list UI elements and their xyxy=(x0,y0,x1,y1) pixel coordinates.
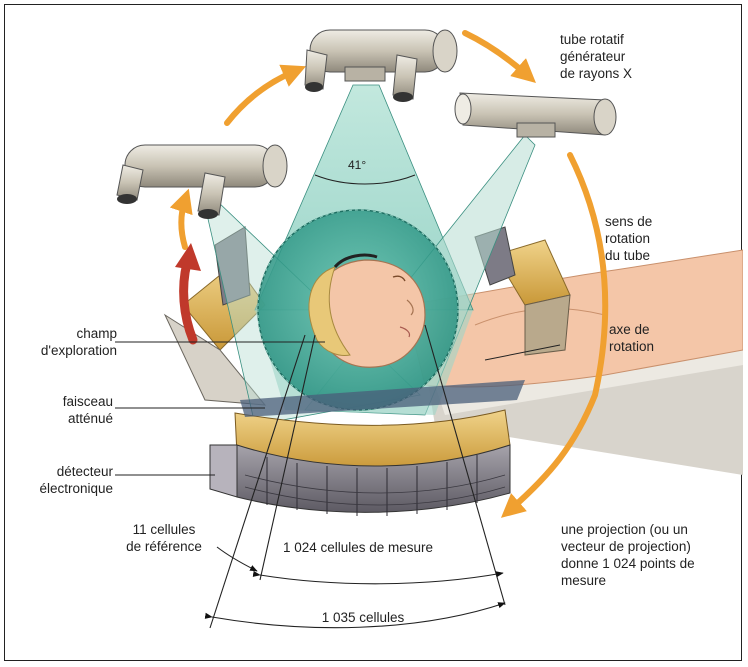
xray-tube-top xyxy=(304,29,458,102)
label-xray-tube: tube rotatif générateur de rayons X xyxy=(560,32,633,81)
angle-arc xyxy=(314,174,416,185)
ct-scanner-illustration xyxy=(115,29,743,629)
label-rotation-axis: axe de rotation xyxy=(609,322,655,354)
label-rotation-direction: sens de rotation du tube xyxy=(605,214,653,263)
label-electronic-detector: détecteur électronique xyxy=(39,464,113,496)
label-attenuated-beam: faisceau atténué xyxy=(62,394,113,426)
label-total-cells: 1 035 cellules xyxy=(321,610,405,625)
xray-tube-left xyxy=(116,144,288,219)
rotation-arrows xyxy=(169,30,609,518)
xray-tube-right xyxy=(454,92,617,138)
measurement-lines xyxy=(204,324,506,629)
diagram-frame: tube rotatif générateur de rayons X 41° … xyxy=(4,4,743,661)
red-rotation-arrow xyxy=(175,243,201,345)
label-measure-cells: 1 024 cellules de mesure xyxy=(282,540,434,555)
leader-lines xyxy=(115,341,561,476)
label-reference-cells: 11 cellules de référence xyxy=(126,522,202,554)
label-angle: 41° xyxy=(348,158,367,172)
label-exploration-field: champ d'exploration xyxy=(40,326,117,358)
attenuated-beam-band xyxy=(240,380,525,417)
patient-head xyxy=(308,253,426,368)
label-projection: une projection (ou un vecteur de project… xyxy=(561,522,695,588)
electronic-detector xyxy=(209,409,511,516)
